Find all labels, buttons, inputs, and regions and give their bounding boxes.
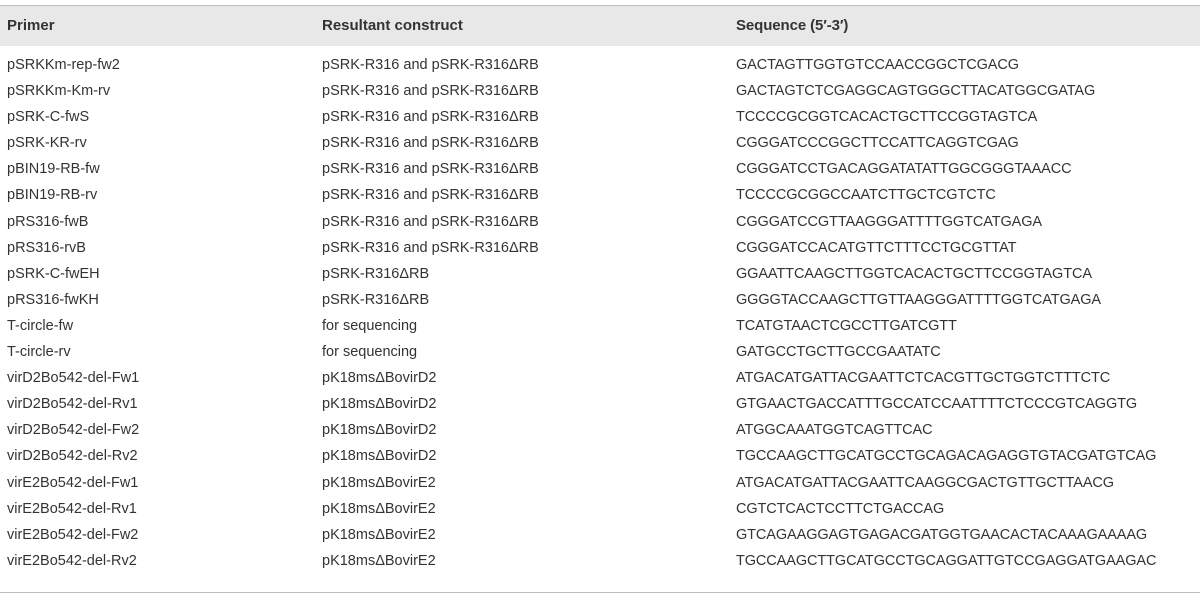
- construct-cell: pSRK-R316 and pSRK-R316ΔRB: [322, 83, 539, 100]
- primer-cell: pSRK-C-fwEH: [7, 265, 100, 282]
- table-row: pRS316-rvB pSRK-R316 and pSRK-R316ΔRB CGGG…: [0, 235, 1200, 261]
- table-row: virE2Bo542-del-Fw2 pK18msΔBovirE2 GTCAGAAG…: [0, 522, 1200, 548]
- table-row: virE2Bo542-del-Fw1 pK18msΔBovirE2 ATGACATG…: [0, 470, 1200, 496]
- primer-cell: virE2Bo542-del-Rv2: [7, 552, 137, 569]
- header-resultant-construct: Resultant construct: [322, 17, 463, 34]
- sequence-cell: GTGAACTGACCATTTGCCATCCAATTTTCTCCCGTCAGGT…: [736, 396, 1138, 413]
- sequence-cell: CGGGATCCACATGTTCTTTCCTGCGTTAT: [736, 239, 1017, 256]
- table-row: pBIN19-RB-fw pSRK-R316 and pSRK-R316ΔRB CG…: [0, 156, 1200, 182]
- sequence-cell: CGTCTCACTCCTTCTGACCAG: [736, 500, 945, 517]
- sequence-cell: CGGGATCCTGACAGGATATATTGGCGGGTAAACC: [736, 161, 1072, 178]
- sequence-cell: GACTAGTCTCGAGGCAGTGGGCTTACATGGCGATAG: [736, 83, 1096, 100]
- construct-cell: pK18msΔBovirD2: [322, 370, 437, 387]
- table-row: pSRKKm-rep-fw2 pSRK-R316 and pSRK-R316ΔRB…: [0, 52, 1200, 78]
- primer-cell: T-circle-fw: [7, 317, 74, 334]
- sequence-cell: CGGGATCCCGGCTTCCATTCAGGTCGAG: [736, 135, 1019, 152]
- table-row: pSRKKm-Km-rv pSRK-R316 and pSRK-R316ΔRB GA…: [0, 78, 1200, 104]
- construct-cell: pK18msΔBovirE2: [322, 552, 436, 569]
- sequence-cell: ATGACATGATTACGAATTCAAGGCGACTGTTGCTTAACG: [736, 474, 1114, 491]
- sequence-cell: ATGACATGATTACGAATTCTCACGTTGCTGGTCTTTCTC: [736, 370, 1111, 387]
- table-row: pRS316-fwKH pSRK-R316ΔRB GGGGTACCAAGCTTGTT…: [0, 287, 1200, 313]
- primer-cell: pSRKKm-rep-fw2: [7, 57, 120, 73]
- primer-cell: T-circle-rv: [7, 344, 71, 361]
- construct-cell: pSRK-R316 and pSRK-R316ΔRB: [322, 187, 539, 204]
- table-row: pRS316-fwB pSRK-R316 and pSRK-R316ΔRB CGGG…: [0, 209, 1200, 235]
- primer-cell: virE2Bo542-del-Fw2: [7, 526, 139, 543]
- table-row: pSRK-C-fwS pSRK-R316 and pSRK-R316ΔRB TCCC…: [0, 104, 1200, 130]
- table-body: pSRKKm-rep-fw2 pSRK-R316 and pSRK-R316ΔRB…: [0, 52, 1200, 574]
- table-row: T-circle-rv for sequencing GATGCCTGCTTGCCG…: [0, 339, 1200, 365]
- sequence-cell: TGCCAAGCTTGCATGCCTGCAGACAGAGGTGTACGATGTC…: [736, 448, 1157, 465]
- table-bottom-rule: [0, 592, 1200, 593]
- sequence-cell: TCCCCGCGGTCACACTGCTTCCGGTAGTCA: [736, 109, 1038, 126]
- primer-cell: pRS316-fwB: [7, 213, 89, 230]
- construct-cell: pK18msΔBovirE2: [322, 500, 436, 517]
- construct-cell: for sequencing: [322, 317, 418, 334]
- primer-cell: virD2Bo542-del-Fw1: [7, 370, 140, 387]
- construct-cell: pSRK-R316 and pSRK-R316ΔRB: [322, 239, 539, 256]
- primer-cell: pRS316-rvB: [7, 239, 86, 256]
- primer-cell: pBIN19-RB-fw: [7, 161, 100, 178]
- primer-cell: pSRKKm-Km-rv: [7, 83, 111, 100]
- table-row: pBIN19-RB-rv pSRK-R316 and pSRK-R316ΔRB TC…: [0, 182, 1200, 208]
- construct-cell: pSRK-R316 and pSRK-R316ΔRB: [322, 57, 539, 73]
- sequence-cell: GTCAGAAGGAGTGAGACGATGGTGAACACTACAAAGAAAA…: [736, 526, 1148, 543]
- primer-cell: pBIN19-RB-rv: [7, 187, 98, 204]
- primer-cell: pRS316-fwKH: [7, 291, 99, 308]
- construct-cell: pK18msΔBovirD2: [322, 396, 437, 413]
- table-row: virD2Bo542-del-Fw2 pK18msΔBovirD2 ATGGCAAA…: [0, 417, 1200, 443]
- primer-cell: pSRK-C-fwS: [7, 109, 90, 126]
- construct-cell: pSRK-R316 and pSRK-R316ΔRB: [322, 213, 539, 230]
- construct-cell: pK18msΔBovirE2: [322, 474, 436, 491]
- sequence-cell: ATGGCAAATGGTCAGTTCAC: [736, 422, 933, 439]
- primer-cell: virE2Bo542-del-Rv1: [7, 500, 137, 517]
- primer-cell: virE2Bo542-del-Fw1: [7, 474, 139, 491]
- construct-cell: pSRK-R316 and pSRK-R316ΔRB: [322, 135, 539, 152]
- construct-cell: pSRK-R316 and pSRK-R316ΔRB: [322, 161, 539, 178]
- primer-cell: virD2Bo542-del-Fw2: [7, 422, 140, 439]
- table-row: pSRK-C-fwEH pSRK-R316ΔRB GGAATTCAAGCTTGGTC…: [0, 261, 1200, 287]
- construct-cell: pSRK-R316 and pSRK-R316ΔRB: [322, 109, 539, 126]
- table-row: virD2Bo542-del-Rv1 pK18msΔBovirD2 GTGAACTG…: [0, 391, 1200, 417]
- table-header-row: Primer Resultant construct Sequence (5′-…: [0, 6, 1200, 46]
- table-row: virD2Bo542-del-Fw1 pK18msΔBovirD2 ATGACATG…: [0, 365, 1200, 391]
- sequence-cell: TCCCCGCGGCCAATCTTGCTCGTCTC: [736, 187, 996, 204]
- table-row: T-circle-fw for sequencing TCATGTAACTCGCCT…: [0, 313, 1200, 339]
- construct-cell: for sequencing: [322, 344, 418, 361]
- table-row: virE2Bo542-del-Rv1 pK18msΔBovirE2 CGTCTCAC…: [0, 496, 1200, 522]
- table-row: pSRK-KR-rv pSRK-R316 and pSRK-R316ΔRB CGGG…: [0, 130, 1200, 156]
- sequence-cell: GACTAGTTGGTGTCCAACCGGCTCGACG: [736, 57, 1019, 73]
- construct-cell: pK18msΔBovirD2: [322, 422, 437, 439]
- sequence-cell: GGAATTCAAGCTTGGTCACACTGCTTCCGGTAGTCA: [736, 265, 1092, 282]
- table-top-rule: [0, 5, 1200, 6]
- header-primer: Primer: [7, 17, 55, 34]
- construct-cell: pK18msΔBovirD2: [322, 448, 437, 465]
- sequence-cell: GATGCCTGCTTGCCGAATATC: [736, 344, 941, 361]
- construct-cell: pSRK-R316ΔRB: [322, 265, 430, 282]
- primer-cell: virD2Bo542-del-Rv2: [7, 448, 138, 465]
- table-row: virD2Bo542-del-Rv2 pK18msΔBovirD2 TGCCAAGC…: [0, 443, 1200, 469]
- sequence-cell: TGCCAAGCTTGCATGCCTGCAGGATTGTCCGAGGATGAAG…: [736, 552, 1157, 569]
- primer-cell: pSRK-KR-rv: [7, 135, 87, 152]
- sequence-cell: GGGGTACCAAGCTTGTTAAGGGATTTTGGTCATGAGA: [736, 291, 1101, 308]
- sequence-cell: TCATGTAACTCGCCTTGATCGTT: [736, 317, 957, 334]
- table-row: virE2Bo542-del-Rv2 pK18msΔBovirE2 TGCCAAGC…: [0, 548, 1200, 574]
- header-sequence: Sequence (5′-3′): [736, 17, 849, 34]
- primer-cell: virD2Bo542-del-Rv1: [7, 396, 138, 413]
- construct-cell: pSRK-R316ΔRB: [322, 291, 430, 308]
- construct-cell: pK18msΔBovirE2: [322, 526, 436, 543]
- sequence-cell: CGGGATCCGTTAAGGGATTTTGGTCATGAGA: [736, 213, 1042, 230]
